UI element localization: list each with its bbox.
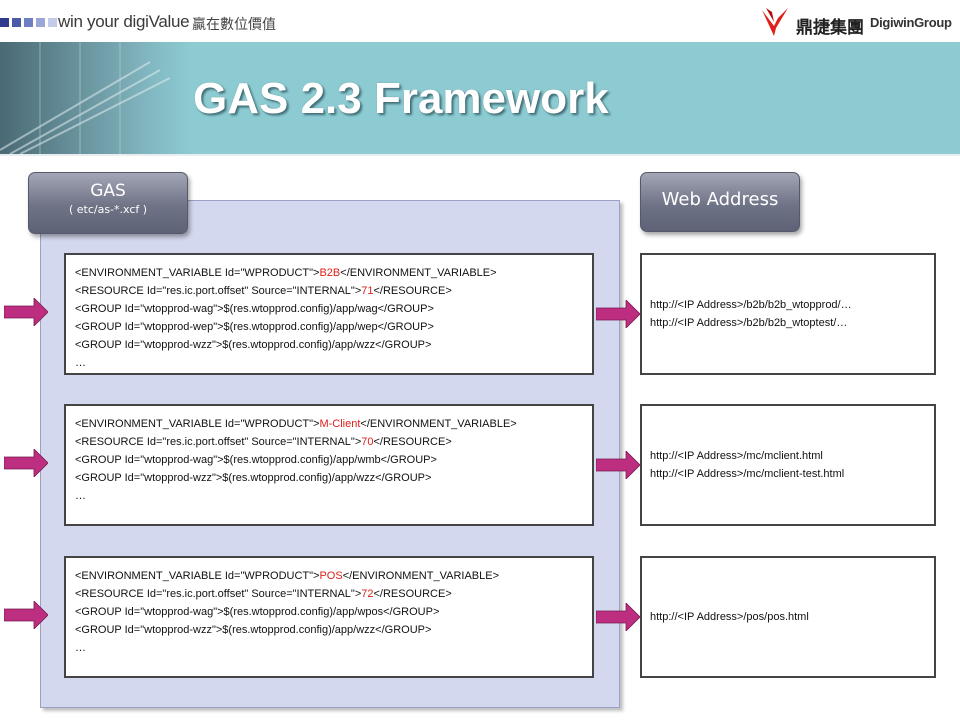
web-address-url: http://<IP Address>/mc/mclient-test.html bbox=[650, 468, 845, 480]
right-arrow-icon bbox=[596, 603, 640, 631]
title-banner: GAS 2.3 Framework bbox=[0, 42, 960, 154]
config-line: … bbox=[75, 354, 592, 372]
web-address-box: http://<IP Address>/mc/mclient.html http:… bbox=[640, 404, 936, 526]
config-box: <ENVIRONMENT_VARIABLE Id="WPRODUCT">M-Cl… bbox=[64, 404, 594, 526]
web-address-box: http://<IP Address>/b2b/b2b_wtopprod/…ht… bbox=[640, 253, 936, 375]
slogan-english: win your digiValue bbox=[58, 12, 190, 31]
config-highlight-value: 71 bbox=[361, 285, 374, 297]
web-address-tag-label: Web Address bbox=[661, 189, 779, 210]
gas-tag-label: GAS bbox=[90, 181, 126, 201]
config-box: <ENVIRONMENT_VARIABLE Id="WPRODUCT">POS<… bbox=[64, 556, 594, 678]
config-line-text: <ENVIRONMENT_VARIABLE Id="WPRODUCT"> bbox=[75, 570, 320, 582]
config-line-text: <GROUP Id="wtopprod-wzz">$(res.wtopprod.… bbox=[75, 472, 432, 484]
web-address-url: http://<IP Address>/b2b/b2b_wtoptest/… bbox=[650, 317, 848, 329]
brand-name-chinese: 鼎捷集團 bbox=[796, 18, 864, 38]
config-line: <GROUP Id="wtopprod-wep">$(res.wtopprod.… bbox=[75, 318, 592, 336]
web-address-url: http://<IP Address>/pos/pos.html bbox=[650, 611, 809, 623]
config-line: <GROUP Id="wtopprod-wag">$(res.wtopprod.… bbox=[75, 451, 592, 469]
logo-square bbox=[24, 18, 33, 27]
config-line-text: … bbox=[75, 357, 86, 369]
config-line-text: <GROUP Id="wtopprod-wzz">$(res.wtopprod.… bbox=[75, 624, 432, 636]
gas-tag: GAS ( etc/as-*.xcf ) bbox=[28, 172, 188, 234]
config-line: <GROUP Id="wtopprod-wzz">$(res.wtopprod.… bbox=[75, 621, 592, 639]
config-line: <ENVIRONMENT_VARIABLE Id="WPRODUCT">B2B<… bbox=[75, 264, 592, 282]
config-line-text: <GROUP Id="wtopprod-wag">$(res.wtopprod.… bbox=[75, 606, 440, 618]
staircase-photo bbox=[0, 42, 200, 154]
config-highlight-value: POS bbox=[319, 570, 343, 582]
config-highlight-value: B2B bbox=[319, 267, 341, 279]
config-line: <GROUP Id="wtopprod-wag">$(res.wtopprod.… bbox=[75, 300, 592, 318]
config-line: … bbox=[75, 487, 592, 505]
config-line-closing: </ENVIRONMENT_VARIABLE> bbox=[340, 267, 497, 279]
page-title: GAS 2.3 Framework bbox=[193, 74, 609, 123]
config-box: <ENVIRONMENT_VARIABLE Id="WPRODUCT">B2B<… bbox=[64, 253, 594, 375]
config-line-text: <RESOURCE Id="res.ic.port.offset" Source… bbox=[75, 436, 362, 448]
logo-square bbox=[0, 18, 9, 27]
logo-squares bbox=[0, 18, 57, 27]
header-bar: win your digiValue 贏在數位價值 鼎捷集團 DigiwinGr… bbox=[0, 0, 960, 42]
config-line-closing: </RESOURCE> bbox=[373, 588, 452, 600]
config-highlight-value: M-Client bbox=[319, 418, 361, 430]
web-address-url: http://<IP Address>/mc/mclient.html bbox=[650, 450, 823, 462]
web-address-box: http://<IP Address>/pos/pos.html bbox=[640, 556, 936, 678]
right-arrow-icon bbox=[596, 300, 640, 328]
config-line: <ENVIRONMENT_VARIABLE Id="WPRODUCT">M-Cl… bbox=[75, 415, 592, 433]
config-line-text: … bbox=[75, 642, 86, 654]
web-address-tag: Web Address bbox=[640, 172, 800, 232]
brand-mark-icon bbox=[762, 8, 788, 36]
config-line: <RESOURCE Id="res.ic.port.offset" Source… bbox=[75, 282, 592, 300]
left-arrow-icon bbox=[4, 601, 48, 629]
logo-square bbox=[48, 18, 57, 27]
config-line: <GROUP Id="wtopprod-wag">$(res.wtopprod.… bbox=[75, 603, 592, 621]
config-line: <GROUP Id="wtopprod-wzz">$(res.wtopprod.… bbox=[75, 469, 592, 487]
config-line-closing: </RESOURCE> bbox=[373, 285, 452, 297]
config-line: <RESOURCE Id="res.ic.port.offset" Source… bbox=[75, 585, 592, 603]
config-line-text: <RESOURCE Id="res.ic.port.offset" Source… bbox=[75, 588, 362, 600]
config-line-text: <ENVIRONMENT_VARIABLE Id="WPRODUCT"> bbox=[75, 418, 320, 430]
config-line: <RESOURCE Id="res.ic.port.offset" Source… bbox=[75, 433, 592, 451]
banner-divider bbox=[0, 154, 960, 156]
config-line-text: <GROUP Id="wtopprod-wag">$(res.wtopprod.… bbox=[75, 303, 434, 315]
config-line: <GROUP Id="wtopprod-wzz">$(res.wtopprod.… bbox=[75, 336, 592, 354]
brand-logo: 鼎捷集團 DigiwinGroup bbox=[760, 6, 960, 40]
config-line: <ENVIRONMENT_VARIABLE Id="WPRODUCT">POS<… bbox=[75, 567, 592, 585]
web-address-url: http://<IP Address>/b2b/b2b_wtopprod/… bbox=[650, 299, 852, 311]
slogan-chinese: 贏在數位價值 bbox=[192, 17, 276, 33]
config-line-closing: </RESOURCE> bbox=[373, 436, 452, 448]
config-line-text: <RESOURCE Id="res.ic.port.offset" Source… bbox=[75, 285, 362, 297]
logo-square bbox=[12, 18, 21, 27]
config-line-text: … bbox=[75, 490, 86, 502]
config-line-text: <GROUP Id="wtopprod-wep">$(res.wtopprod.… bbox=[75, 321, 434, 333]
logo-square bbox=[36, 18, 45, 27]
brand-name-english: DigiwinGroup bbox=[870, 15, 952, 30]
config-highlight-value: 70 bbox=[361, 436, 374, 448]
right-arrow-icon bbox=[596, 451, 640, 479]
config-line-text: <ENVIRONMENT_VARIABLE Id="WPRODUCT"> bbox=[75, 267, 320, 279]
gas-tag-sublabel: ( etc/as-*.xcf ) bbox=[68, 203, 148, 216]
left-arrow-icon bbox=[4, 449, 48, 477]
config-line-text: <GROUP Id="wtopprod-wzz">$(res.wtopprod.… bbox=[75, 339, 432, 351]
config-highlight-value: 72 bbox=[361, 588, 374, 600]
config-line-closing: </ENVIRONMENT_VARIABLE> bbox=[360, 418, 517, 430]
config-line-closing: </ENVIRONMENT_VARIABLE> bbox=[342, 570, 499, 582]
left-arrow-icon bbox=[4, 298, 48, 326]
config-line-text: <GROUP Id="wtopprod-wag">$(res.wtopprod.… bbox=[75, 454, 437, 466]
config-line: … bbox=[75, 639, 592, 657]
